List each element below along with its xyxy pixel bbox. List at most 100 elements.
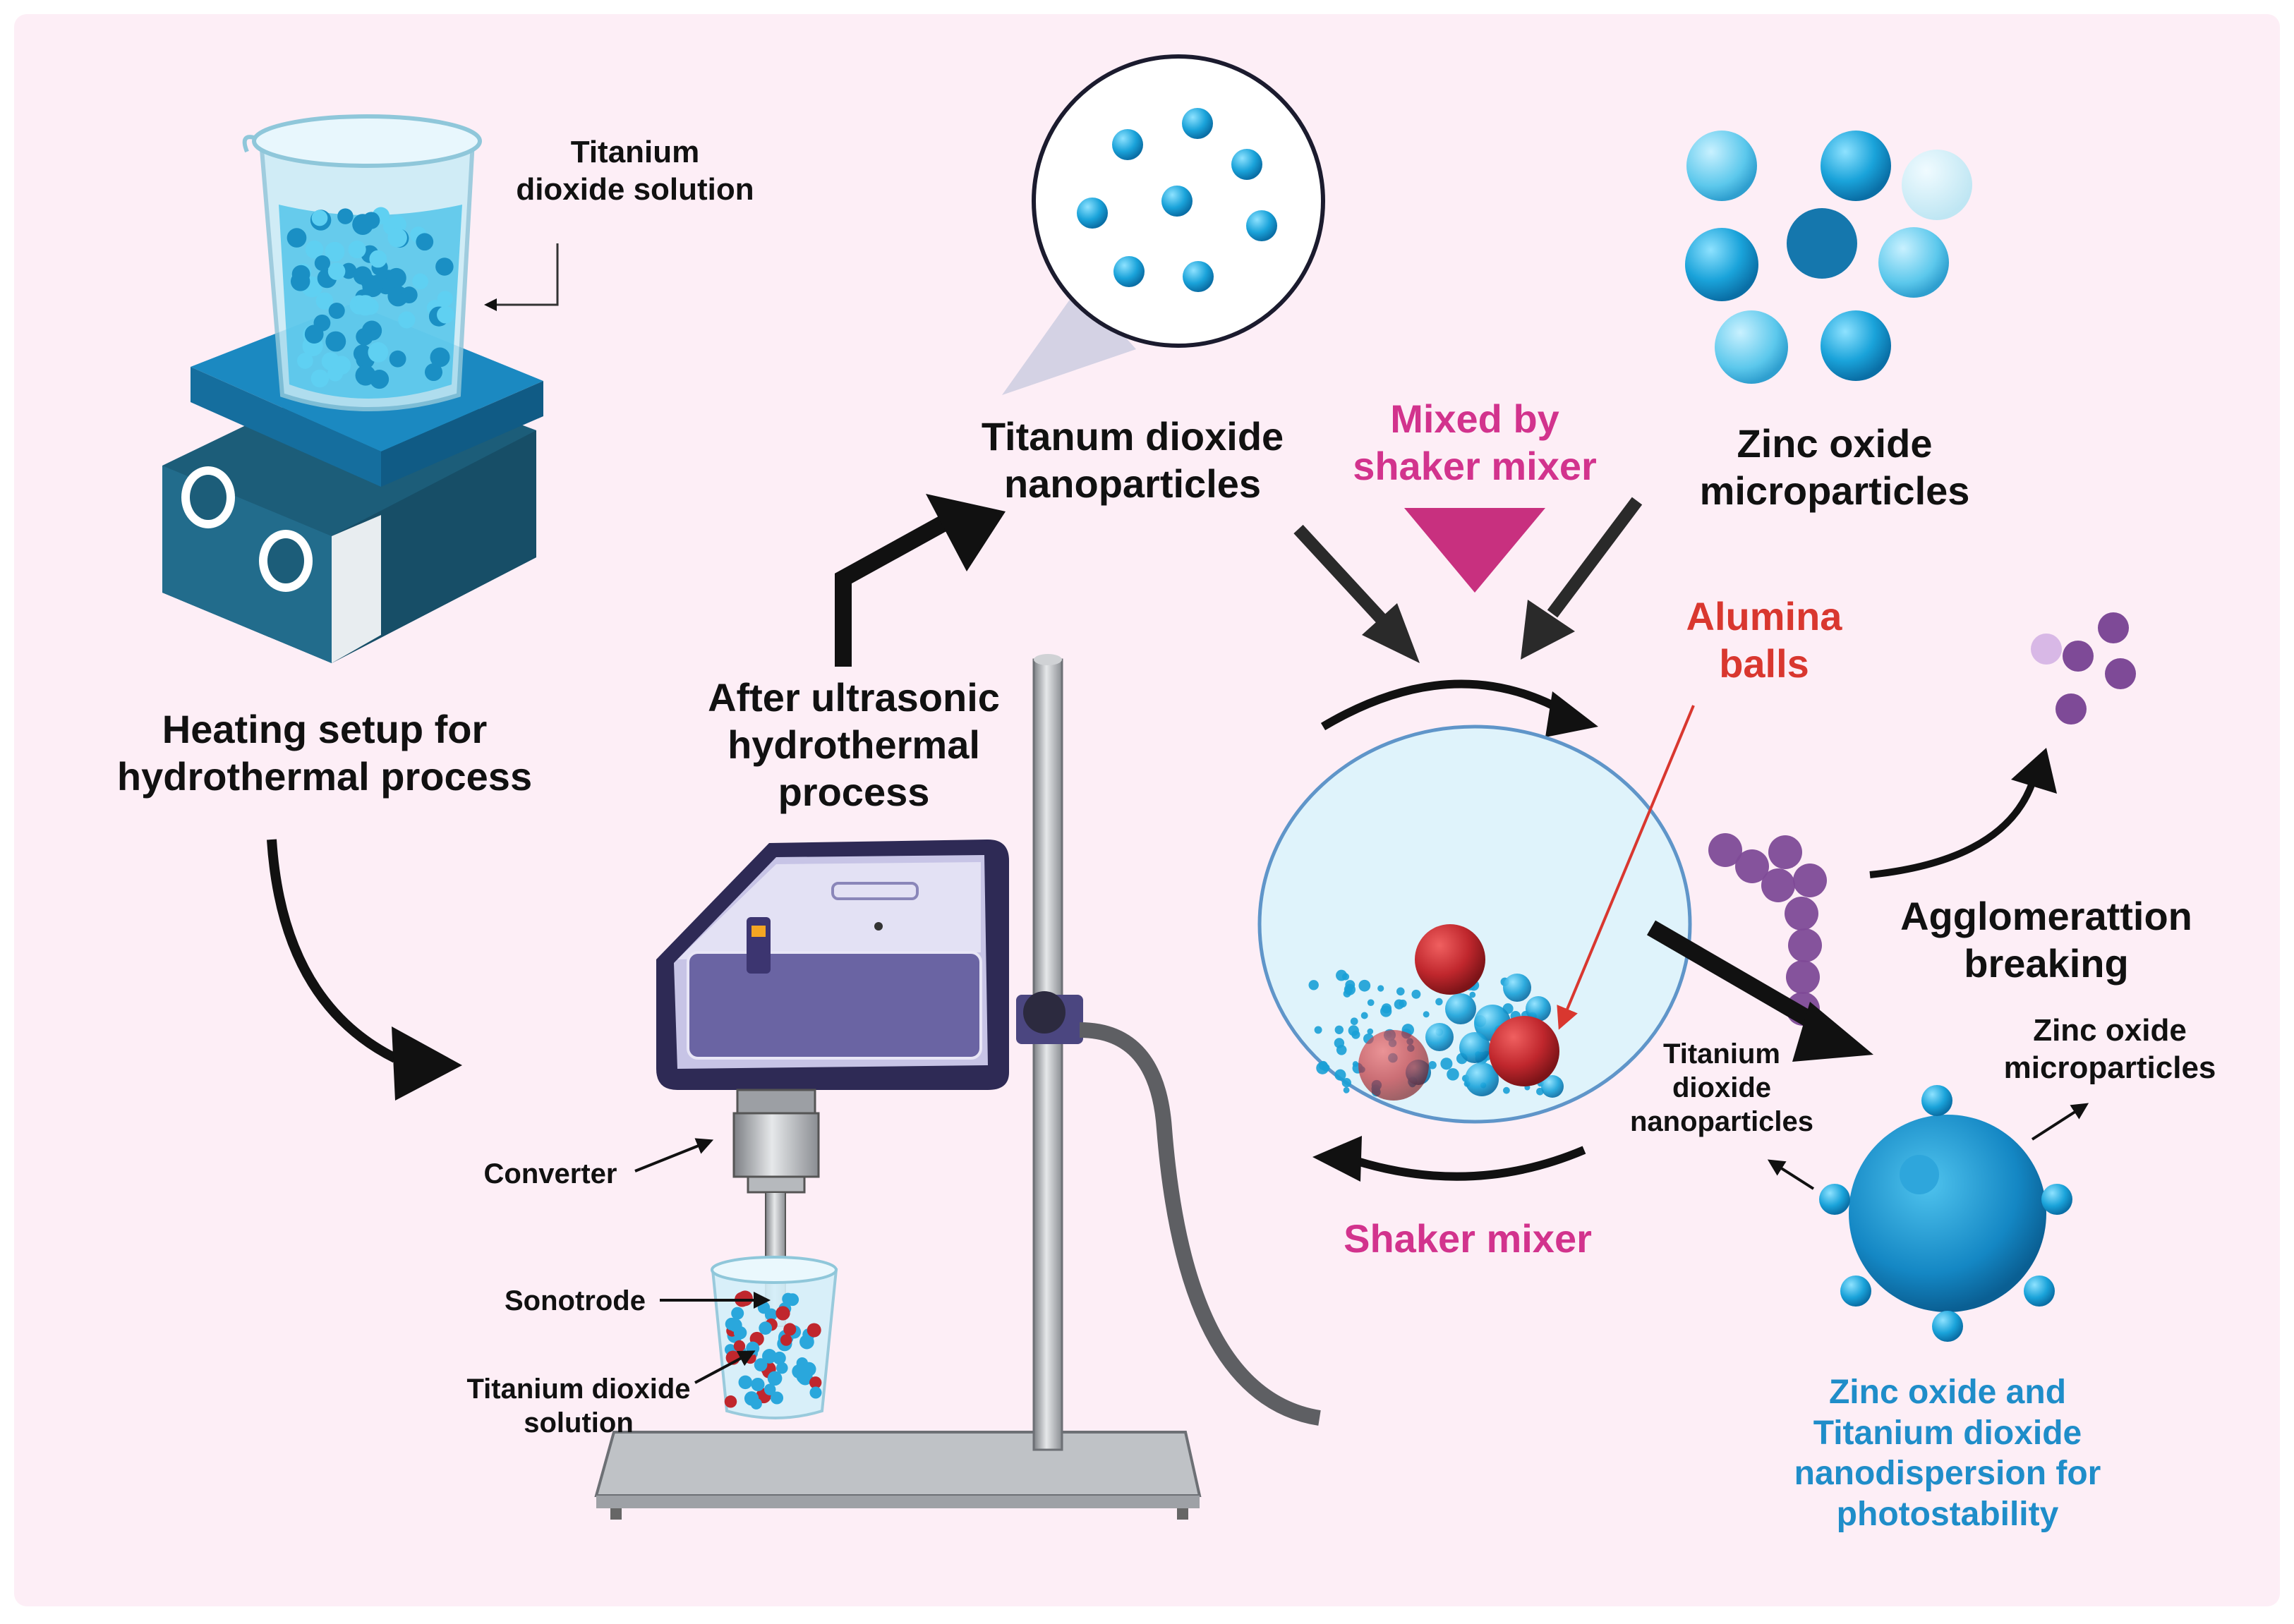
agglomerated-particles: [1708, 612, 2136, 1026]
tio2-particle: [327, 262, 346, 280]
sonotrode-label-text: Sonotrode: [505, 1285, 646, 1316]
zinc-oxide-microparticle: [1821, 310, 1891, 381]
after-ultrasonic-label-line2: hydrothermal: [728, 722, 980, 768]
tio2-particle: [328, 302, 345, 320]
zinc-oxide-microparticle: [1465, 1062, 1499, 1096]
zinc-oxide-microparticle: [1787, 208, 1857, 279]
shaker-mixer-label: Shaker mixer: [1312, 1215, 1623, 1262]
final-dispersion-label-line1: Zinc oxide and: [1828, 1374, 2067, 1411]
dispersed-particle: [2105, 658, 2136, 689]
nanoparticles-to-jar-arrow: [1293, 524, 1388, 626]
mixed-by-label-line2: shaker mixer: [1353, 444, 1597, 489]
beaker-solution-label: Titanium dioxide solution: [445, 1372, 713, 1440]
tio2-particle: [738, 1375, 753, 1390]
tio2-particle: [400, 286, 418, 304]
tio2-nanoparticle: [1345, 986, 1353, 995]
tio2-nanoparticle: [1308, 980, 1319, 990]
tio2-nanoparticle: [1423, 1011, 1430, 1018]
tio2-particle: [355, 295, 376, 316]
tio2-particle: [763, 1383, 776, 1395]
tio2-particle: [770, 1391, 784, 1405]
tio2-particle: [746, 1341, 760, 1355]
beaker-solution-pointer: [694, 1350, 756, 1384]
agglomerate-particle: [1761, 868, 1795, 902]
tio2-particle: [291, 265, 310, 284]
tio2-nanoparticle: [1314, 1026, 1322, 1034]
sonication-beaker: [711, 1256, 838, 1419]
tio2-particle: [731, 1307, 744, 1320]
alumina-balls-label-line1: Alumina: [1686, 594, 1842, 638]
tio2-particle: [315, 292, 334, 310]
tio2-particle: [416, 233, 434, 251]
tio2-nanoparticles-small-label: Titanium dioxide nanoparticles: [1602, 1037, 1842, 1139]
zno-microparticles-small-label-line2: microparticles: [2003, 1050, 2216, 1085]
tio2-particle: [369, 250, 387, 268]
tio2-nanoparticles-label: Titanum dioxide nanoparticles: [938, 413, 1327, 507]
zinc-oxide-microparticle: [1902, 150, 1972, 220]
dispersed-particle: [2031, 634, 2062, 665]
tio2-particle: [310, 369, 330, 388]
after-ultrasonic-label-line3: process: [778, 770, 930, 815]
tio2-particle: [776, 1362, 788, 1374]
red-particle: [733, 1340, 746, 1352]
beaker-solution-label-line2: solution: [524, 1407, 634, 1438]
zno-microparticles-small-label-line1: Zinc oxide: [2033, 1013, 2187, 1048]
final-dispersion-label-line4: photostability: [1836, 1495, 2059, 1533]
tio2-nanoparticle: [1183, 261, 1214, 292]
zinc-oxide-microparticle: [1445, 993, 1476, 1024]
tio2-solution-label: Titanium dioxide solution: [452, 134, 819, 209]
tio2-nanoparticle: [1334, 1069, 1346, 1081]
tio2-particle: [348, 241, 366, 259]
nanodispersion-particle: [1819, 1085, 2072, 1342]
tio2-nanoparticle: [1348, 1025, 1359, 1036]
mixed-by-label-line1: Mixed by: [1390, 396, 1559, 441]
agglomerate-particle: [1768, 835, 1802, 869]
shaker-mixer-jar: [1257, 725, 1692, 1124]
tio2-nanoparticle: [1396, 987, 1405, 996]
agglomerate-particle: [1786, 960, 1820, 994]
converter-pointer: [634, 1138, 714, 1172]
agglomerate-particle: [1735, 849, 1769, 883]
alumina-balls-pointer: [1557, 705, 1695, 1030]
sonicator-to-nanoparticles-arrow: [835, 514, 950, 667]
red-particle: [809, 1376, 822, 1389]
tio2-particle: [424, 363, 443, 382]
tio2-nanoparticle: [1435, 998, 1443, 1006]
tio2-particle: [370, 370, 390, 389]
tio2-nanoparticle: [1469, 991, 1476, 998]
tio2-nanoparticle: [1318, 1060, 1328, 1070]
after-ultrasonic-label-line1: After ultrasonic: [708, 675, 1000, 720]
zinc-oxide-microparticle: [1503, 974, 1531, 1002]
dispersed-particle: [2055, 693, 2087, 725]
tio2-nanoparticle: [1161, 186, 1193, 217]
tio2-particle: [362, 277, 383, 298]
ultrasonic-homogenizer: [594, 654, 1321, 1520]
zno-to-jar-arrowhead: [1521, 600, 1575, 660]
tio2-particle: [751, 1377, 765, 1392]
tio2-particle: [304, 325, 324, 344]
final-dispersion-label-line2: Titanium dioxide: [1813, 1414, 2082, 1452]
tio2-nanoparticle: [1377, 985, 1384, 992]
beaker-solution-label-line1: Titanium dioxide: [466, 1374, 691, 1405]
sonotrode-label: Sonotrode: [487, 1284, 663, 1318]
tio2-solution-label-line2: dioxide solution: [516, 171, 754, 207]
tio2-nanoparticle: [1411, 989, 1421, 999]
tio2-nanoparticle: [1182, 108, 1213, 139]
tio2-particle: [754, 1358, 768, 1371]
tio2-particle: [762, 1349, 777, 1364]
tio2-particle: [786, 1293, 799, 1307]
tio2-particle: [799, 1334, 814, 1350]
tio2-nanoparticle: [1428, 1061, 1437, 1069]
tio2-particle: [412, 273, 428, 290]
alumina-balls-label: Alumina balls: [1637, 593, 1891, 687]
tio2-nanoparticle: [1367, 999, 1375, 1007]
tio2-particle: [398, 311, 416, 329]
tio2-particle: [767, 1371, 783, 1386]
background-panel: [14, 14, 2280, 1606]
titanium-dioxide-beaker: [242, 114, 482, 411]
zinc-oxide-microparticle: [1686, 131, 1757, 201]
tio2-particle: [430, 347, 450, 368]
zinc-oxide-microparticle: [1878, 227, 1949, 298]
